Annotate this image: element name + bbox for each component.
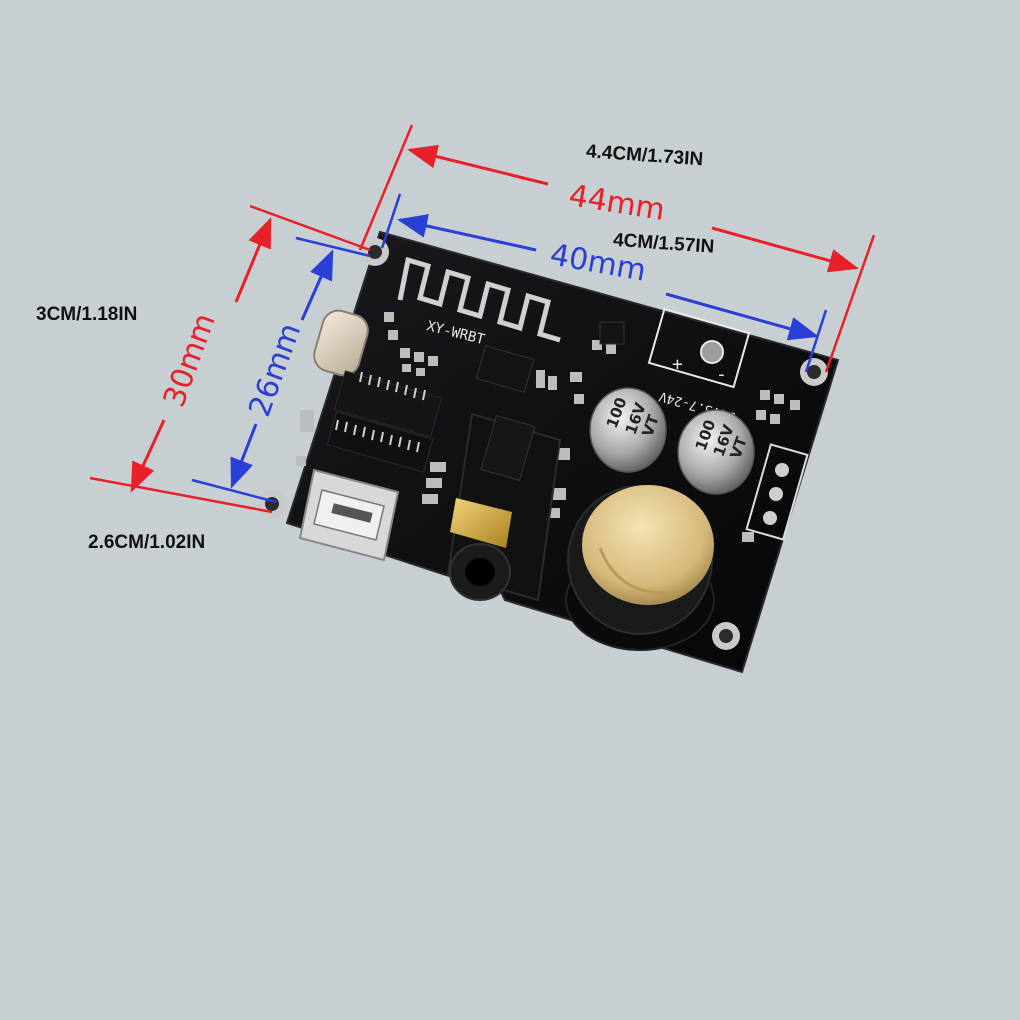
width-inner-mm-label: 26mm — [242, 319, 308, 422]
mounting-hole-icon — [712, 622, 740, 650]
polarity-plus-label: + — [672, 354, 683, 375]
capacitor-right: 100 16V VT — [677, 409, 755, 495]
capacitor-left: 100 16V VT — [589, 387, 667, 473]
mounting-hole-icon — [258, 490, 286, 518]
volume-knob[interactable] — [565, 485, 715, 651]
dimension-width-outer — [89, 204, 371, 514]
dimension-width-inner — [191, 236, 371, 504]
bluetooth-board: + - XY-WRBT DC:3.7-24V 100 — [258, 230, 840, 674]
crystal-oscillator — [313, 309, 369, 377]
polarity-minus-label: - — [716, 364, 727, 385]
width-inner-imperial-label: 2.6CM/1.02IN — [88, 532, 205, 553]
length-outer-mm-label: 44mm — [566, 178, 667, 228]
mounting-hole-icon — [800, 358, 828, 386]
width-outer-imperial-label: 3CM/1.18IN — [36, 304, 137, 325]
antenna-trace — [397, 256, 561, 343]
ic-pins — [335, 371, 426, 453]
dimension-length-inner — [380, 193, 828, 373]
width-outer-mm-label: 30mm — [157, 309, 223, 412]
smd-components — [296, 312, 800, 542]
length-outer-imperial-label: 4.4CM/1.73IN — [585, 141, 703, 170]
voltage-regulator — [475, 321, 625, 393]
audio-jack[interactable] — [446, 412, 562, 602]
ic-chip — [326, 411, 434, 473]
power-input-pads — [647, 307, 751, 389]
header-pins — [745, 443, 809, 541]
dimension-length-outer — [358, 124, 876, 373]
ic-chip — [333, 370, 443, 438]
micro-usb-port[interactable] — [298, 468, 400, 562]
